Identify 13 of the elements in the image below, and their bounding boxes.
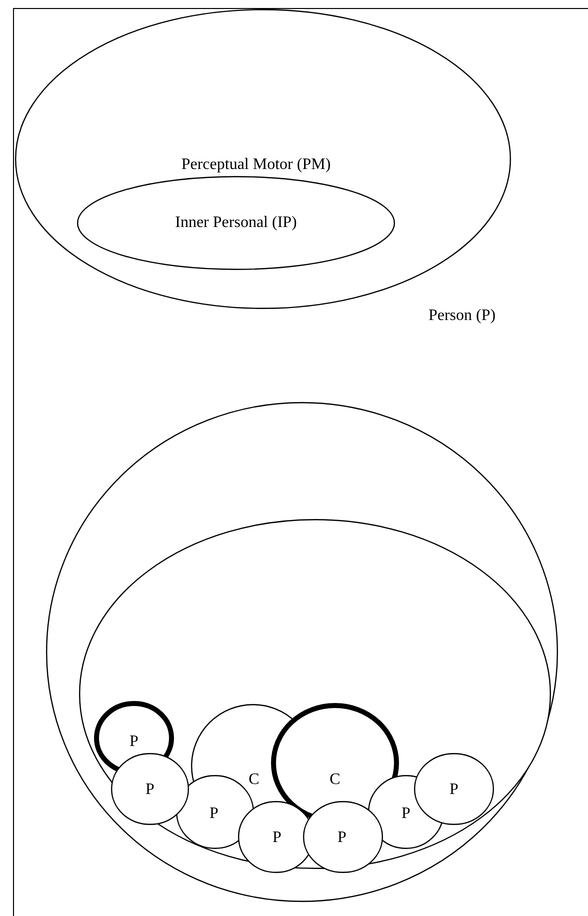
node-label: Inner Personal (IP) bbox=[175, 215, 297, 231]
node-label: C bbox=[330, 772, 340, 788]
node-label: P bbox=[402, 806, 410, 822]
node-label: Perceptual Motor (PM) bbox=[181, 157, 331, 173]
node-label: Person (P) bbox=[428, 308, 496, 324]
frame-box bbox=[13, 8, 588, 916]
node-label: P bbox=[146, 782, 154, 798]
node-label: C bbox=[248, 772, 260, 788]
node-label: P bbox=[338, 830, 346, 846]
node-label: P bbox=[130, 734, 138, 750]
node-label: P bbox=[210, 806, 218, 822]
node-label: P bbox=[450, 782, 458, 798]
node-label: P bbox=[272, 830, 282, 846]
